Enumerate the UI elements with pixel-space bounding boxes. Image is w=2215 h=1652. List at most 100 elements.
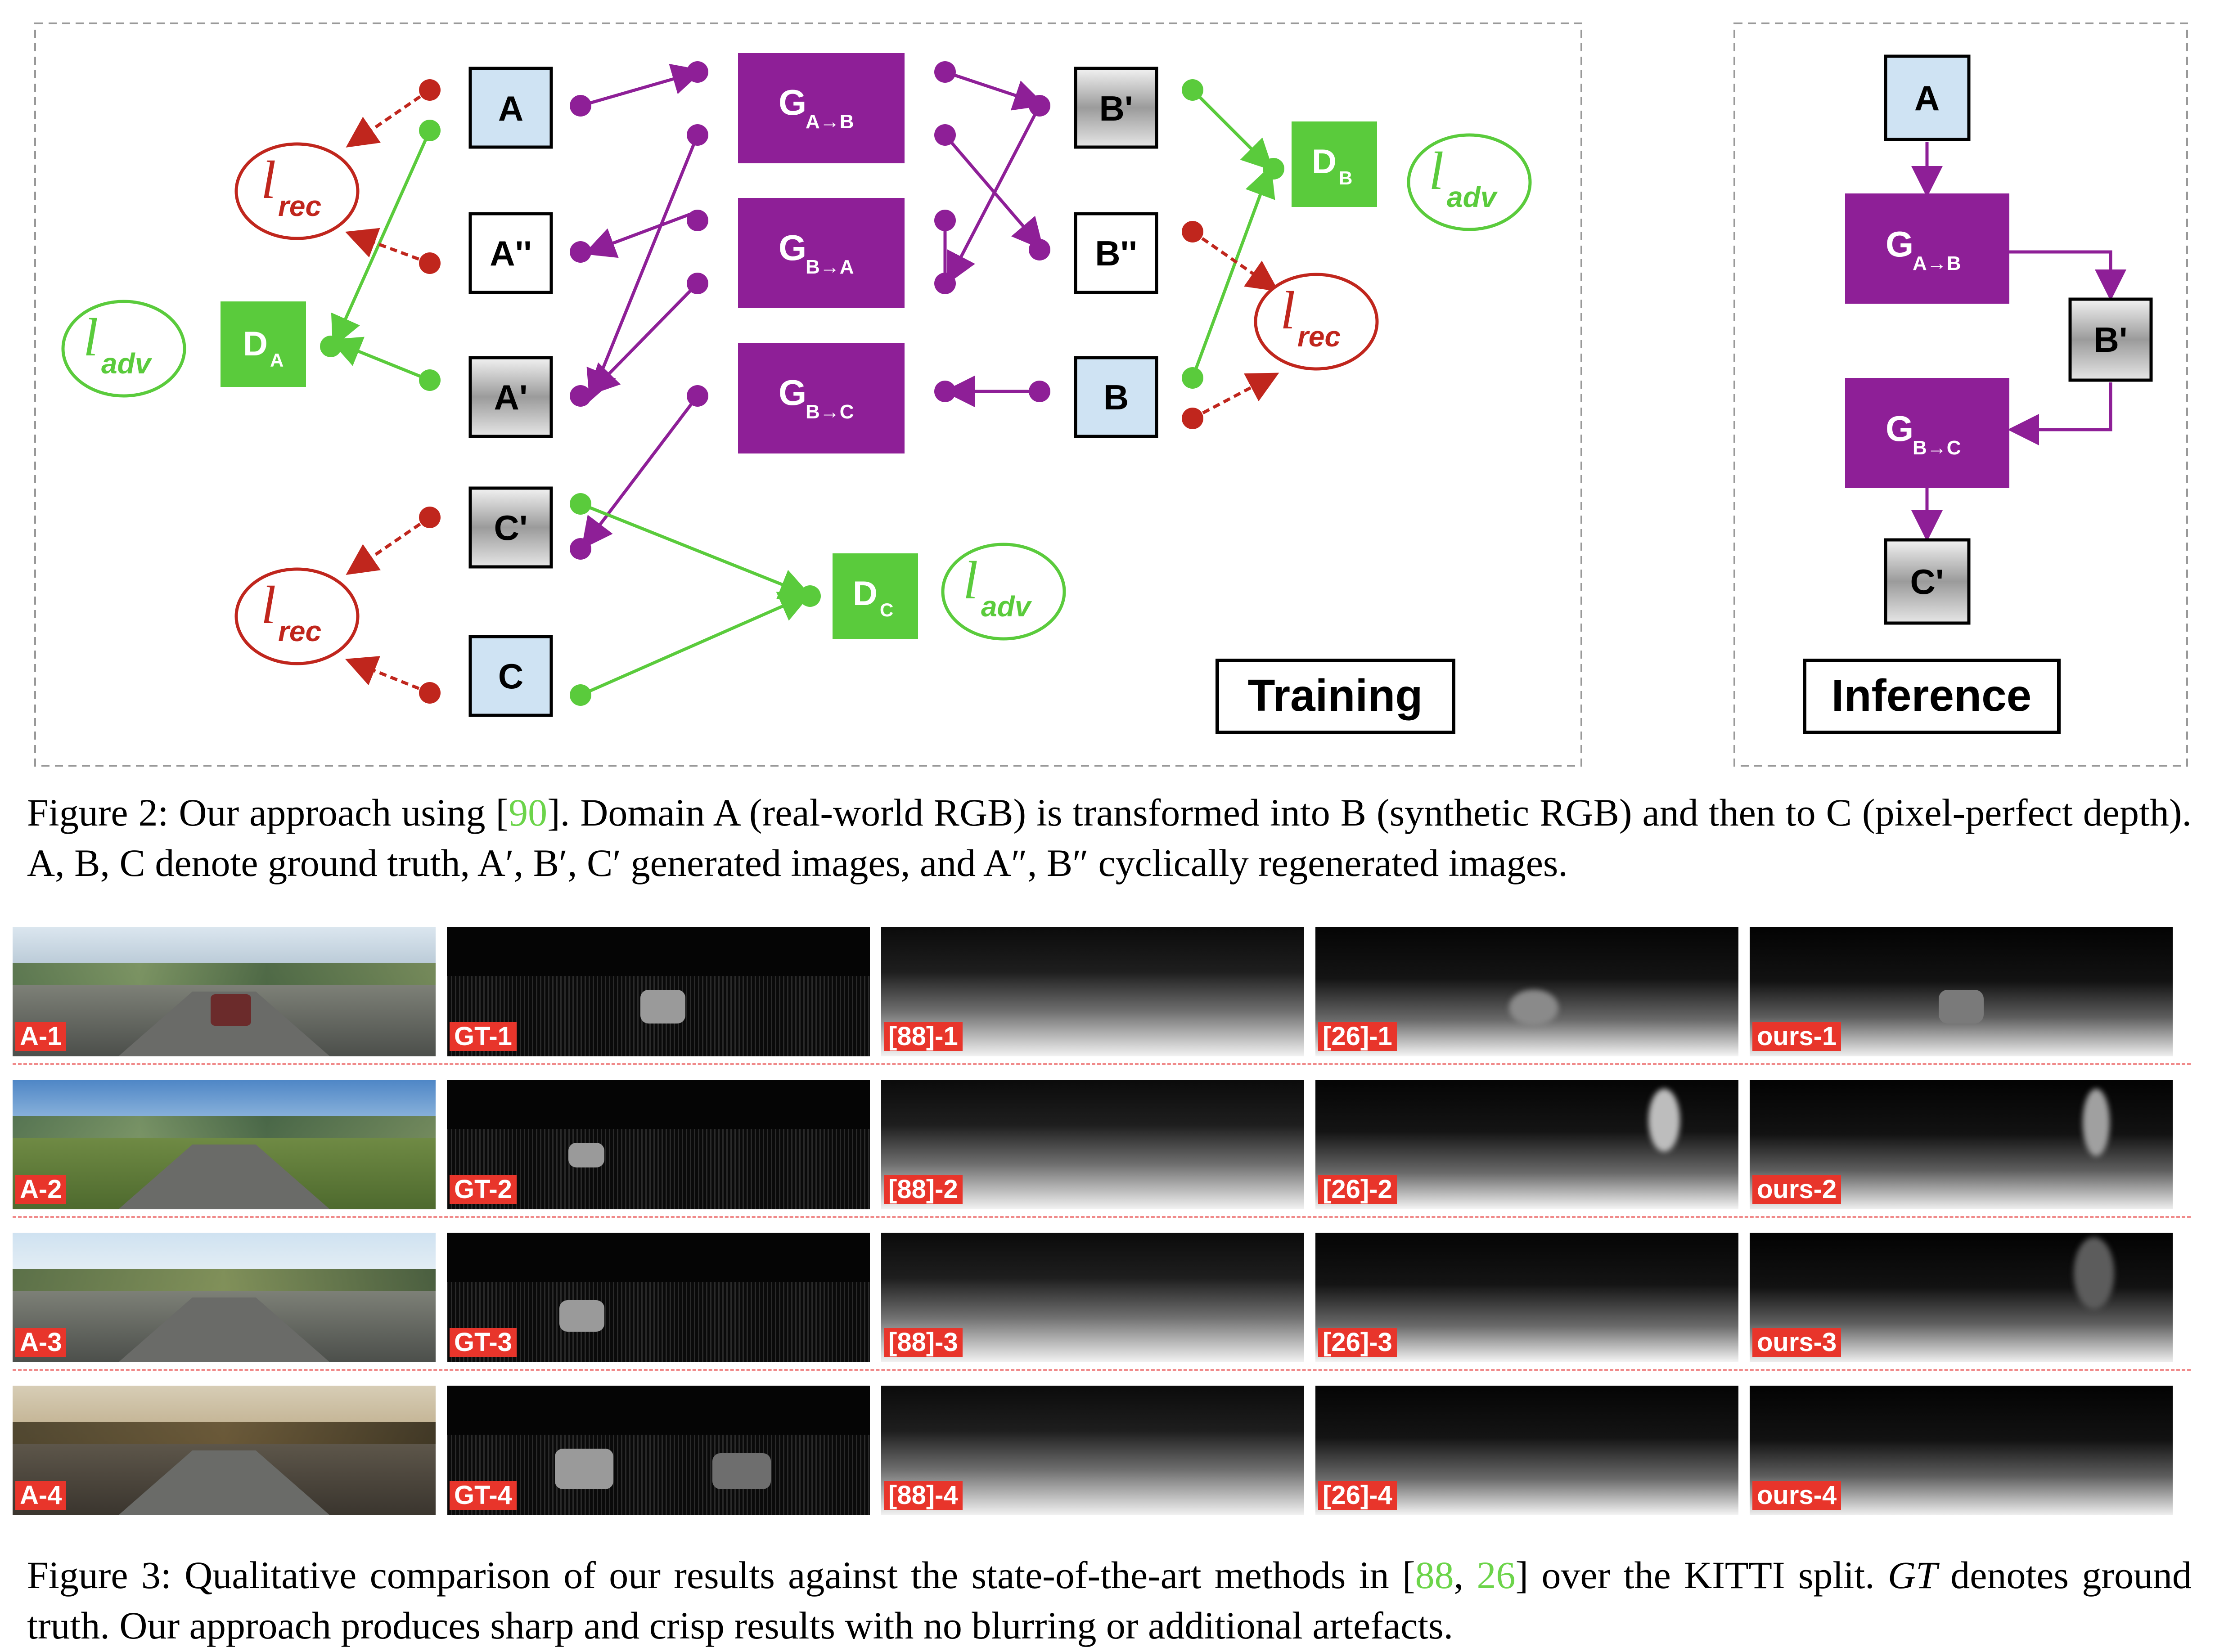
rgb-image-3: A-3 <box>13 1233 436 1362</box>
row-label: [26]-3 <box>1318 1328 1397 1357</box>
row-label: GT-3 <box>450 1328 517 1357</box>
generator-a-to-b: G A→B <box>738 53 905 163</box>
row-label: A-1 <box>15 1022 67 1051</box>
citation-link-90[interactable]: 90 <box>509 791 548 834</box>
node-b: B <box>1074 356 1158 438</box>
loss-rec-c: l rec <box>234 567 360 665</box>
inference-panel <box>1733 22 2188 767</box>
figure3-caption: Figure 3: Qualitative comparison of our … <box>27 1550 2192 1651</box>
svg-text:adv: adv <box>1447 181 1498 213</box>
svg-text:C: C <box>880 599 893 620</box>
result-row-2: A-2 GT-2 [88]-2 [26]-2 ours-2 <box>13 1080 2204 1233</box>
loss-rec-a: l rec <box>234 142 360 240</box>
gt-image-4: GT-4 <box>447 1386 870 1515</box>
row-label: [26]-4 <box>1318 1481 1397 1510</box>
figure2-diagram: A A'' A' C' C B' B'' B G A→B G B→A <box>34 22 2188 767</box>
svg-text:Training: Training <box>1248 670 1423 721</box>
svg-text:C': C' <box>494 508 528 548</box>
row-divider <box>13 1063 2191 1065</box>
node-b-prime: B' <box>1074 67 1158 149</box>
svg-text:B: B <box>1339 167 1352 189</box>
row-label: GT-1 <box>450 1022 517 1051</box>
node-c-prime: C' <box>468 486 553 569</box>
depth88-image-2: [88]-2 <box>881 1080 1304 1209</box>
node-a-double-prime: A'' <box>468 212 553 294</box>
svg-text:B→A: B→A <box>806 256 854 278</box>
inference-node-a: A <box>1884 54 1971 141</box>
rgb-image-1: A-1 <box>13 927 436 1056</box>
loss-adv-c: l adv <box>941 543 1066 641</box>
discriminator-b: D B <box>1292 121 1377 207</box>
depth88-image-4: [88]-4 <box>881 1386 1304 1515</box>
svg-text:l: l <box>83 307 98 367</box>
svg-text:A: A <box>270 350 284 371</box>
svg-text:l: l <box>261 575 276 635</box>
rgb-image-2: A-2 <box>13 1080 436 1209</box>
row-label: ours-1 <box>1752 1022 1841 1051</box>
generator-b-to-c: G B→C <box>738 343 905 453</box>
svg-text:adv: adv <box>101 347 153 380</box>
svg-text:adv: adv <box>981 590 1032 623</box>
svg-text:A: A <box>1914 78 1940 118</box>
row-label: [26]-1 <box>1318 1022 1397 1051</box>
ours-image-2: ours-2 <box>1750 1080 2173 1209</box>
loss-rec-b: l rec <box>1254 273 1379 371</box>
row-label: [88]-2 <box>884 1175 963 1204</box>
depth26-image-3: [26]-3 <box>1315 1233 1738 1362</box>
svg-text:C: C <box>498 656 523 696</box>
svg-text:G: G <box>779 373 806 413</box>
inference-generator-a-to-b: G A→B <box>1845 193 2009 304</box>
svg-text:rec: rec <box>278 190 321 222</box>
loss-adv-a: l adv <box>61 300 186 398</box>
figure3-caption-suffix: denotes ground truth. Our approach produ… <box>27 1553 2192 1647</box>
depth26-image-2: [26]-2 <box>1315 1080 1738 1209</box>
svg-text:A: A <box>498 89 523 128</box>
depth88-image-3: [88]-3 <box>881 1233 1304 1362</box>
svg-text:B': B' <box>2094 320 2128 359</box>
row-label: GT-4 <box>450 1481 517 1510</box>
citation-link-26[interactable]: 26 <box>1477 1553 1516 1597</box>
depth26-image-1: [26]-1 <box>1315 927 1738 1056</box>
ours-image-4: ours-4 <box>1750 1386 2173 1515</box>
rgb-image-4: A-4 <box>13 1386 436 1515</box>
ours-image-1: ours-1 <box>1750 927 2173 1056</box>
svg-text:rec: rec <box>278 615 321 647</box>
row-label: [26]-2 <box>1318 1175 1397 1204</box>
row-label: A-4 <box>15 1481 67 1510</box>
svg-text:C': C' <box>1910 562 1944 602</box>
row-label: [88]-4 <box>884 1481 963 1510</box>
svg-text:B': B' <box>1099 89 1133 128</box>
gt-image-3: GT-3 <box>447 1233 870 1362</box>
figure2-caption-text: ]. Domain A (real-world RGB) is transfor… <box>27 791 2192 884</box>
svg-text:l: l <box>963 550 978 610</box>
svg-text:l: l <box>1280 280 1295 340</box>
svg-text:A→B: A→B <box>1913 252 1961 274</box>
figure3-caption-prefix: Figure 3: Qualitative comparison of our … <box>27 1553 1415 1597</box>
training-label: Training <box>1216 659 1455 734</box>
row-divider <box>13 1369 2191 1371</box>
citation-link-88[interactable]: 88 <box>1415 1553 1454 1597</box>
svg-text:B: B <box>1103 377 1129 417</box>
figure3-grid: A-1 GT-1 [88]-1 [26]-1 ours-1 A-2 GT-2 [… <box>13 927 2204 1539</box>
generator-b-to-a: G B→A <box>738 198 905 308</box>
figure3-caption-gt: GT <box>1887 1553 1937 1597</box>
svg-text:B→C: B→C <box>1913 437 1961 459</box>
figure2-caption: Figure 2: Our approach using [90]. Domai… <box>27 787 2192 888</box>
row-label: A-2 <box>15 1175 67 1204</box>
row-label: GT-2 <box>450 1175 517 1204</box>
depth88-image-1: [88]-1 <box>881 927 1304 1056</box>
ours-image-3: ours-3 <box>1750 1233 2173 1362</box>
svg-text:l: l <box>1429 141 1444 201</box>
inference-node-c-prime: C' <box>1884 538 1971 625</box>
result-row-3: A-3 GT-3 [88]-3 [26]-3 ours-3 <box>13 1233 2204 1386</box>
training-panel <box>34 22 1582 767</box>
figure3-caption-sep: , <box>1454 1553 1477 1597</box>
row-label: ours-3 <box>1752 1328 1841 1357</box>
node-a: A <box>468 67 553 149</box>
svg-text:rec: rec <box>1297 320 1341 353</box>
figure2-caption-prefix: Figure 2: Our approach using [ <box>27 791 509 834</box>
svg-text:B'': B'' <box>1095 233 1137 273</box>
svg-text:G: G <box>1886 409 1913 449</box>
row-divider <box>13 1216 2191 1218</box>
gt-image-1: GT-1 <box>447 927 870 1056</box>
